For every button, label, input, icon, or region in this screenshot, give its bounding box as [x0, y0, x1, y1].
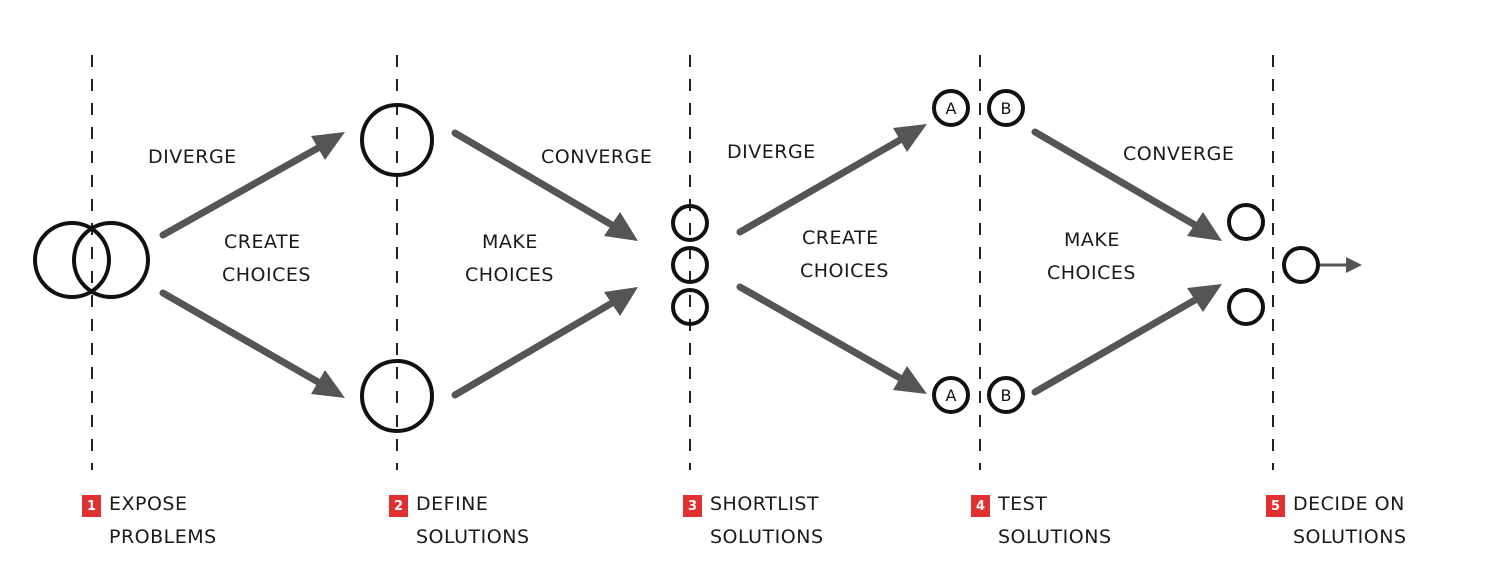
arrowhead-diverge-2-up [893, 124, 927, 152]
label-create-1: CREATE [224, 231, 301, 253]
step-2-label: DEFINE SOLUTIONS [416, 488, 530, 554]
shortlist-circle-3 [671, 288, 709, 326]
step-1-badge: 1 [82, 495, 101, 517]
step-2-line1: DEFINE [416, 493, 489, 515]
final-circle [1282, 246, 1320, 284]
label-choices-create-1: CHOICES [222, 264, 311, 286]
step-5-label: DECIDE ON SOLUTIONS [1293, 488, 1407, 554]
step-1: 1 EXPOSE PROBLEMS [82, 493, 217, 554]
step-3-label: SHORTLIST SOLUTIONS [710, 488, 824, 554]
arrow-diverge-2-up [736, 136, 904, 236]
decide-circle-top [1227, 203, 1265, 241]
phase-labels: DIVERGE CONVERGE DIVERGE CONVERGE CREATE… [148, 141, 1234, 286]
label-choices-make-1: CHOICES [465, 264, 554, 286]
shortlist-circle-1 [671, 204, 709, 242]
arrow-converge-2-bottom [1031, 296, 1199, 396]
label-converge-1: CONVERGE [541, 146, 652, 168]
arrowhead-diverge-1-down [311, 370, 345, 398]
label-diverge-2: DIVERGE [727, 141, 816, 163]
shapes [33, 89, 1320, 433]
arrow-converge-1-top [451, 129, 616, 229]
label-converge-2: CONVERGE [1123, 143, 1234, 165]
option-b-bottom: B [1001, 386, 1012, 405]
step-2-line2: SOLUTIONS [416, 526, 530, 548]
arrow-diverge-1-up [159, 144, 322, 239]
arrowhead-converge-1-top [604, 212, 638, 241]
define-circle-bottom [360, 359, 434, 433]
arrowhead-final [1346, 257, 1362, 273]
test-circle-a-bottom [932, 376, 970, 414]
arrow-converge-2-top [1031, 128, 1199, 229]
label-choices-create-2: CHOICES [800, 260, 889, 282]
arrowhead-diverge-2-down [893, 366, 927, 394]
arrow-converge-1-bottom [451, 299, 616, 399]
step-5: 5 DECIDE ON SOLUTIONS [1266, 493, 1407, 554]
step-2-badge: 2 [389, 495, 408, 517]
shortlist-circle-2 [671, 246, 709, 284]
label-diverge-1: DIVERGE [148, 146, 237, 168]
test-circle-b-bottom [987, 376, 1025, 414]
step-4-badge: 4 [971, 495, 990, 517]
step-3: 3 SHORTLIST SOLUTIONS [683, 493, 824, 554]
label-make-2: MAKE [1064, 229, 1120, 251]
decide-circle-bottom [1227, 288, 1265, 326]
test-circle-a-top [932, 89, 970, 127]
step-5-badge: 5 [1266, 495, 1285, 517]
arrow-diverge-1-down [159, 289, 322, 386]
step-1-line2: PROBLEMS [109, 526, 217, 548]
step-3-line2: SOLUTIONS [710, 526, 824, 548]
test-circle-b-top [987, 89, 1025, 127]
arrows [159, 124, 1362, 399]
label-create-2: CREATE [802, 227, 879, 249]
step-4-line2: SOLUTIONS [998, 526, 1112, 548]
step-2: 2 DEFINE SOLUTIONS [389, 493, 530, 554]
define-circle-top [360, 103, 434, 177]
stage-dividers [91, 55, 1274, 470]
arrowhead-diverge-1-up [311, 132, 345, 160]
option-b-top: B [1001, 99, 1012, 118]
step-4-line1: TEST [998, 493, 1048, 515]
step-3-line1: SHORTLIST [710, 493, 820, 515]
arrowhead-converge-2-top [1187, 212, 1222, 241]
option-a-top: A [946, 99, 957, 118]
step-5-line2: SOLUTIONS [1293, 526, 1407, 548]
step-4-label: TEST SOLUTIONS [998, 488, 1112, 554]
arrowhead-converge-1-bottom [604, 287, 638, 316]
label-make-1: MAKE [482, 231, 538, 253]
venn-circle-right [72, 221, 150, 299]
option-a-bottom: A [946, 386, 957, 405]
venn-circle-left [33, 221, 111, 299]
step-3-badge: 3 [683, 495, 702, 517]
step-1-line1: EXPOSE [109, 493, 188, 515]
step-5-line1: DECIDE ON [1293, 493, 1405, 515]
step-1-label: EXPOSE PROBLEMS [109, 488, 217, 554]
label-choices-make-2: CHOICES [1047, 262, 1136, 284]
arrowhead-converge-2-bottom [1187, 284, 1222, 312]
option-letters: A B A B [946, 99, 1012, 405]
arrow-diverge-2-down [736, 283, 904, 382]
step-4: 4 TEST SOLUTIONS [971, 493, 1112, 554]
